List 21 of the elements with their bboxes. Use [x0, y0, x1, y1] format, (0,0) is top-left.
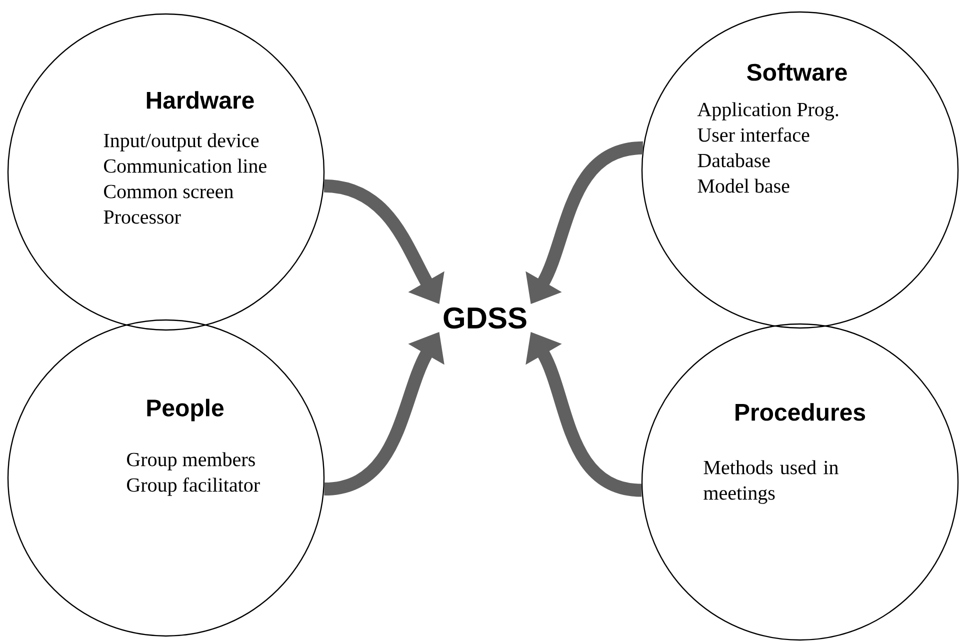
item-list: Application Prog. User interface Database Model base	[697, 102, 838, 193]
circle-node	[641, 11, 959, 329]
circle-node	[7, 319, 325, 637]
center-label: GDSS	[444, 307, 526, 329]
circle-node	[7, 13, 325, 331]
heading: Software	[747, 63, 847, 81]
node-label: Input/output device	[104, 133, 259, 152]
item-list: Group members Group facilitator	[127, 452, 260, 496]
heading: People	[147, 398, 224, 422]
heading: Procedures	[736, 403, 866, 421]
node-label: Processor	[104, 210, 181, 224]
node-label: Database	[698, 153, 770, 168]
node-label: Model base	[698, 178, 790, 193]
node-label: Common screen	[104, 184, 234, 198]
circle-node	[641, 323, 959, 641]
node-label: Application Prog.	[697, 102, 838, 120]
node-label: Communication line	[104, 158, 266, 173]
item-list: Methods used in meetings	[704, 460, 838, 504]
heading: Hardware	[146, 91, 254, 109]
item-list: Input/output device Communication line Common screen Processor	[104, 133, 266, 224]
node-label: User interface	[698, 127, 810, 142]
